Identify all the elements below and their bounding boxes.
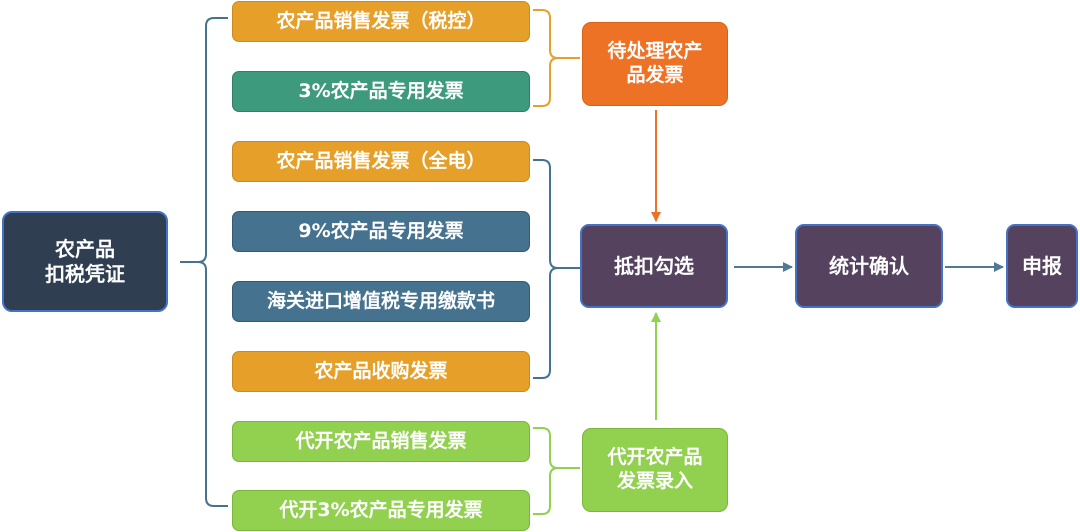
invoice-box-proxy-3pct: 代开3%农产品专用发票 — [232, 490, 530, 531]
pending-box: 待处理农产 品发票 — [582, 22, 728, 106]
invoice-box-purchase: 农产品收购发票 — [232, 351, 530, 392]
proxy-entry-box: 代开农产品 发票录入 — [582, 428, 728, 512]
source-label: 农产品 扣税凭证 — [45, 236, 125, 286]
invoice-label: 农产品销售发票（全电） — [276, 149, 486, 172]
invoice-box-tax-control: 农产品销售发票（税控） — [232, 1, 530, 42]
invoice-label: 海关进口增值税专用缴款书 — [266, 289, 495, 312]
invoice-box-3pct-special: 3%农产品专用发票 — [232, 71, 530, 112]
left-bracket — [180, 17, 228, 507]
select-box: 抵扣勾选 — [580, 224, 728, 308]
bracket-select — [533, 159, 580, 379]
select-label: 抵扣勾选 — [614, 253, 694, 278]
invoice-box-proxy-sales: 代开农产品销售发票 — [232, 421, 530, 462]
invoice-box-9pct-special: 9%农产品专用发票 — [232, 211, 530, 252]
proxy-entry-label: 代开农产品 发票录入 — [607, 446, 703, 492]
invoice-label: 代开3%农产品专用发票 — [279, 498, 483, 521]
invoice-box-customs-payment: 海关进口增值税专用缴款书 — [232, 281, 530, 322]
invoice-label: 9%农产品专用发票 — [298, 219, 464, 242]
declare-label: 申报 — [1022, 253, 1062, 278]
invoice-label: 农产品收购发票 — [314, 359, 448, 382]
invoice-label: 3%农产品专用发票 — [298, 79, 464, 102]
declare-box: 申报 — [1006, 224, 1078, 308]
bracket-proxy — [533, 427, 580, 515]
invoice-label: 代开农产品销售发票 — [295, 429, 467, 452]
bracket-pending — [533, 9, 580, 107]
pending-label: 待处理农产 品发票 — [607, 40, 703, 86]
source-box: 农产品 扣税凭证 — [2, 211, 168, 312]
invoice-label: 农产品销售发票（税控） — [276, 9, 486, 32]
confirm-label: 统计确认 — [829, 253, 909, 278]
invoice-box-full-electronic: 农产品销售发票（全电） — [232, 141, 530, 182]
confirm-box: 统计确认 — [795, 224, 943, 308]
